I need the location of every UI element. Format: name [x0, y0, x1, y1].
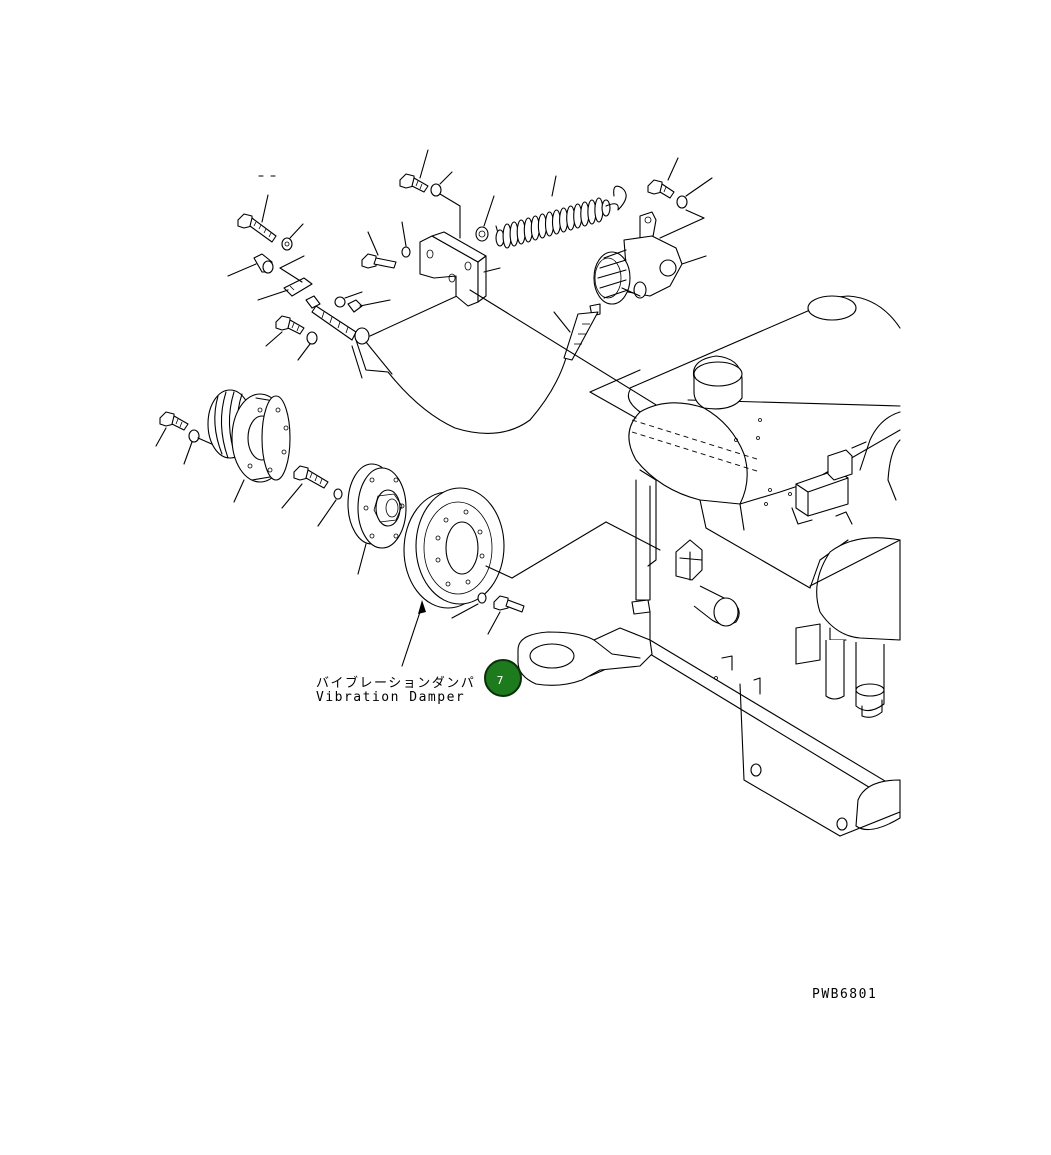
- spring-coil: [601, 199, 611, 217]
- washer: [281, 237, 293, 251]
- bracket-plate-small: [283, 277, 313, 297]
- callout-number: 7: [496, 673, 504, 687]
- part-label-japanese: バイブレーションダンパ: [316, 676, 476, 691]
- sensor-plug: [253, 253, 274, 274]
- engine-mount-arm: [517, 627, 653, 686]
- washer: [430, 183, 442, 197]
- bolt-pulley: [159, 411, 189, 431]
- bolt-top-center: [399, 173, 429, 193]
- washer: [676, 195, 688, 209]
- crankshaft-hub: [347, 463, 407, 549]
- washer: [306, 331, 318, 345]
- callout-marker[interactable]: 7: [484, 659, 522, 697]
- washer: [188, 429, 200, 443]
- washer: [477, 592, 487, 604]
- fuel-injector-block: [795, 441, 867, 517]
- bolt-hub: [293, 465, 329, 489]
- leader-arrowhead: [418, 600, 426, 614]
- cable-end-fitting: [305, 295, 370, 345]
- drawing-code: PWB6801: [812, 987, 878, 1002]
- bolt-top-right: [647, 179, 675, 199]
- support-bracket: [419, 231, 487, 307]
- part-label-english: Vibration Damper: [316, 690, 466, 705]
- engine-block: [589, 295, 901, 718]
- washer: [401, 246, 411, 258]
- bolt-short-left: [275, 315, 305, 335]
- washer: [334, 296, 346, 308]
- return-spring: [495, 185, 627, 249]
- engine-frame: [631, 469, 901, 837]
- vibration-damper: [403, 487, 505, 609]
- bolt-bracket-mount: [361, 253, 397, 269]
- cable-bushing: [475, 226, 489, 242]
- actuator-cable-fitting: [563, 303, 601, 361]
- bolt-long-top-left: [237, 213, 277, 243]
- pulley-flange: [207, 389, 291, 483]
- washer: [333, 488, 343, 500]
- bolt-damper: [493, 595, 525, 613]
- actuator-assembly: [593, 211, 683, 305]
